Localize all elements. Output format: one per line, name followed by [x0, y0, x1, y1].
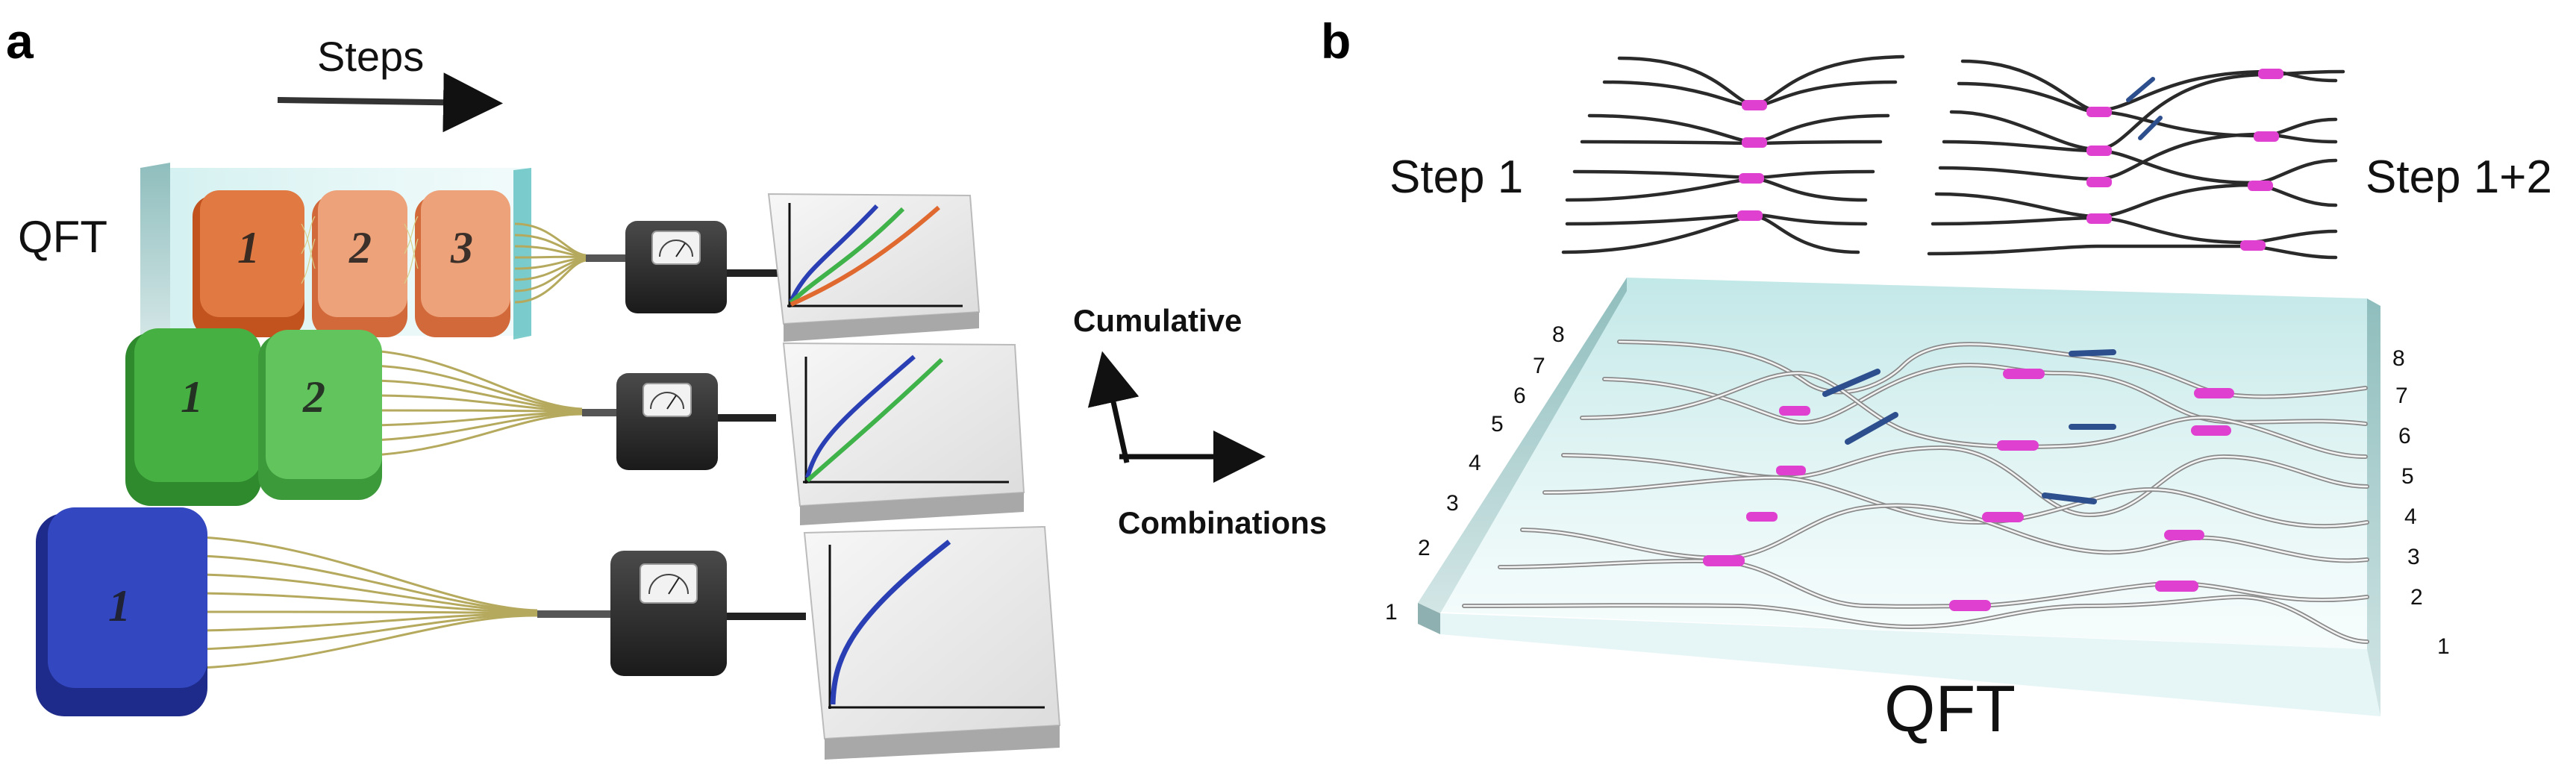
qft-phase-shifters	[1822, 349, 2116, 504]
row1-box-1-label: 1	[237, 223, 260, 272]
left-mode-7: 7	[1533, 354, 1545, 378]
row1-boxes: 1 2 3	[193, 190, 510, 337]
left-mode-4: 4	[1469, 451, 1481, 475]
left-mode-numbers: 1 2 3 4 5 6 7 8	[1385, 322, 1565, 625]
row1-fibers	[514, 222, 587, 304]
qft-chip-left-edge	[1418, 278, 1627, 613]
step12-label: Step 1+2	[2366, 151, 2552, 203]
left-mode-1: 1	[1385, 600, 1398, 625]
right-mode-5: 5	[2401, 464, 2414, 489]
qft-chip-top	[1440, 278, 2367, 649]
chip-glass-left-edge	[140, 163, 170, 336]
step12-circuit	[1927, 59, 2345, 260]
panel-b-letter: b	[1321, 13, 1351, 69]
panel-b: b Step 1 Step 1+2 QFT	[1321, 13, 2552, 745]
chip-glass-right-edge	[513, 168, 531, 340]
steps-arrow	[277, 72, 503, 133]
left-mode-5: 5	[1491, 412, 1504, 437]
right-mode-7: 7	[2395, 384, 2408, 408]
step1-circuit	[1561, 54, 1905, 254]
cumulative-label: Cumulative	[1073, 303, 1242, 338]
combinations-label: Combinations	[1118, 505, 1327, 540]
panel-a-letter: a	[6, 13, 34, 69]
row2-plot	[782, 342, 1025, 525]
row3-boxes: 1	[36, 507, 207, 716]
row1-plot	[767, 193, 981, 342]
row3-detector	[537, 551, 806, 676]
qft-chip-right-edge	[2367, 298, 2380, 716]
steps-label: Steps	[317, 33, 424, 80]
right-mode-numbers: 8 7 6 5 4 3 2 1	[2392, 346, 2450, 659]
cumulative-arrow	[1087, 351, 1139, 463]
row1-detector	[586, 221, 780, 313]
right-mode-1: 1	[2437, 634, 2450, 659]
row1-box-2-label: 2	[348, 223, 372, 272]
panel-a: a Steps QFT 1 2 3	[6, 13, 1327, 760]
row3-box-1-label: 1	[108, 581, 131, 631]
row3-plot	[803, 525, 1061, 760]
left-mode-6: 6	[1513, 384, 1526, 408]
qft-couplers	[1703, 369, 2234, 611]
right-mode-3: 3	[2407, 545, 2420, 569]
left-mode-8: 8	[1552, 322, 1565, 347]
row3-fibers	[201, 536, 538, 669]
qft-waveguides	[1462, 340, 2369, 644]
right-mode-8: 8	[2392, 346, 2405, 371]
row2-box-1-label: 1	[181, 372, 203, 422]
right-mode-4: 4	[2404, 504, 2417, 529]
axis-indicator: Cumulative Combinations	[1073, 303, 1327, 540]
row2-fibers	[372, 349, 583, 457]
row2-detector	[582, 373, 776, 470]
row2-boxes: 1 2	[125, 328, 382, 506]
left-mode-2: 2	[1418, 536, 1431, 560]
left-mode-3: 3	[1446, 491, 1459, 516]
right-mode-2: 2	[2410, 585, 2423, 610]
qft-label-b: QFT	[1884, 672, 2016, 745]
row1-box-3-label: 3	[450, 223, 473, 272]
row2-box-2-label: 2	[302, 372, 325, 422]
step1-label: Step 1	[1389, 151, 1523, 203]
right-mode-6: 6	[2398, 424, 2411, 448]
qft-label-a: QFT	[18, 212, 107, 262]
